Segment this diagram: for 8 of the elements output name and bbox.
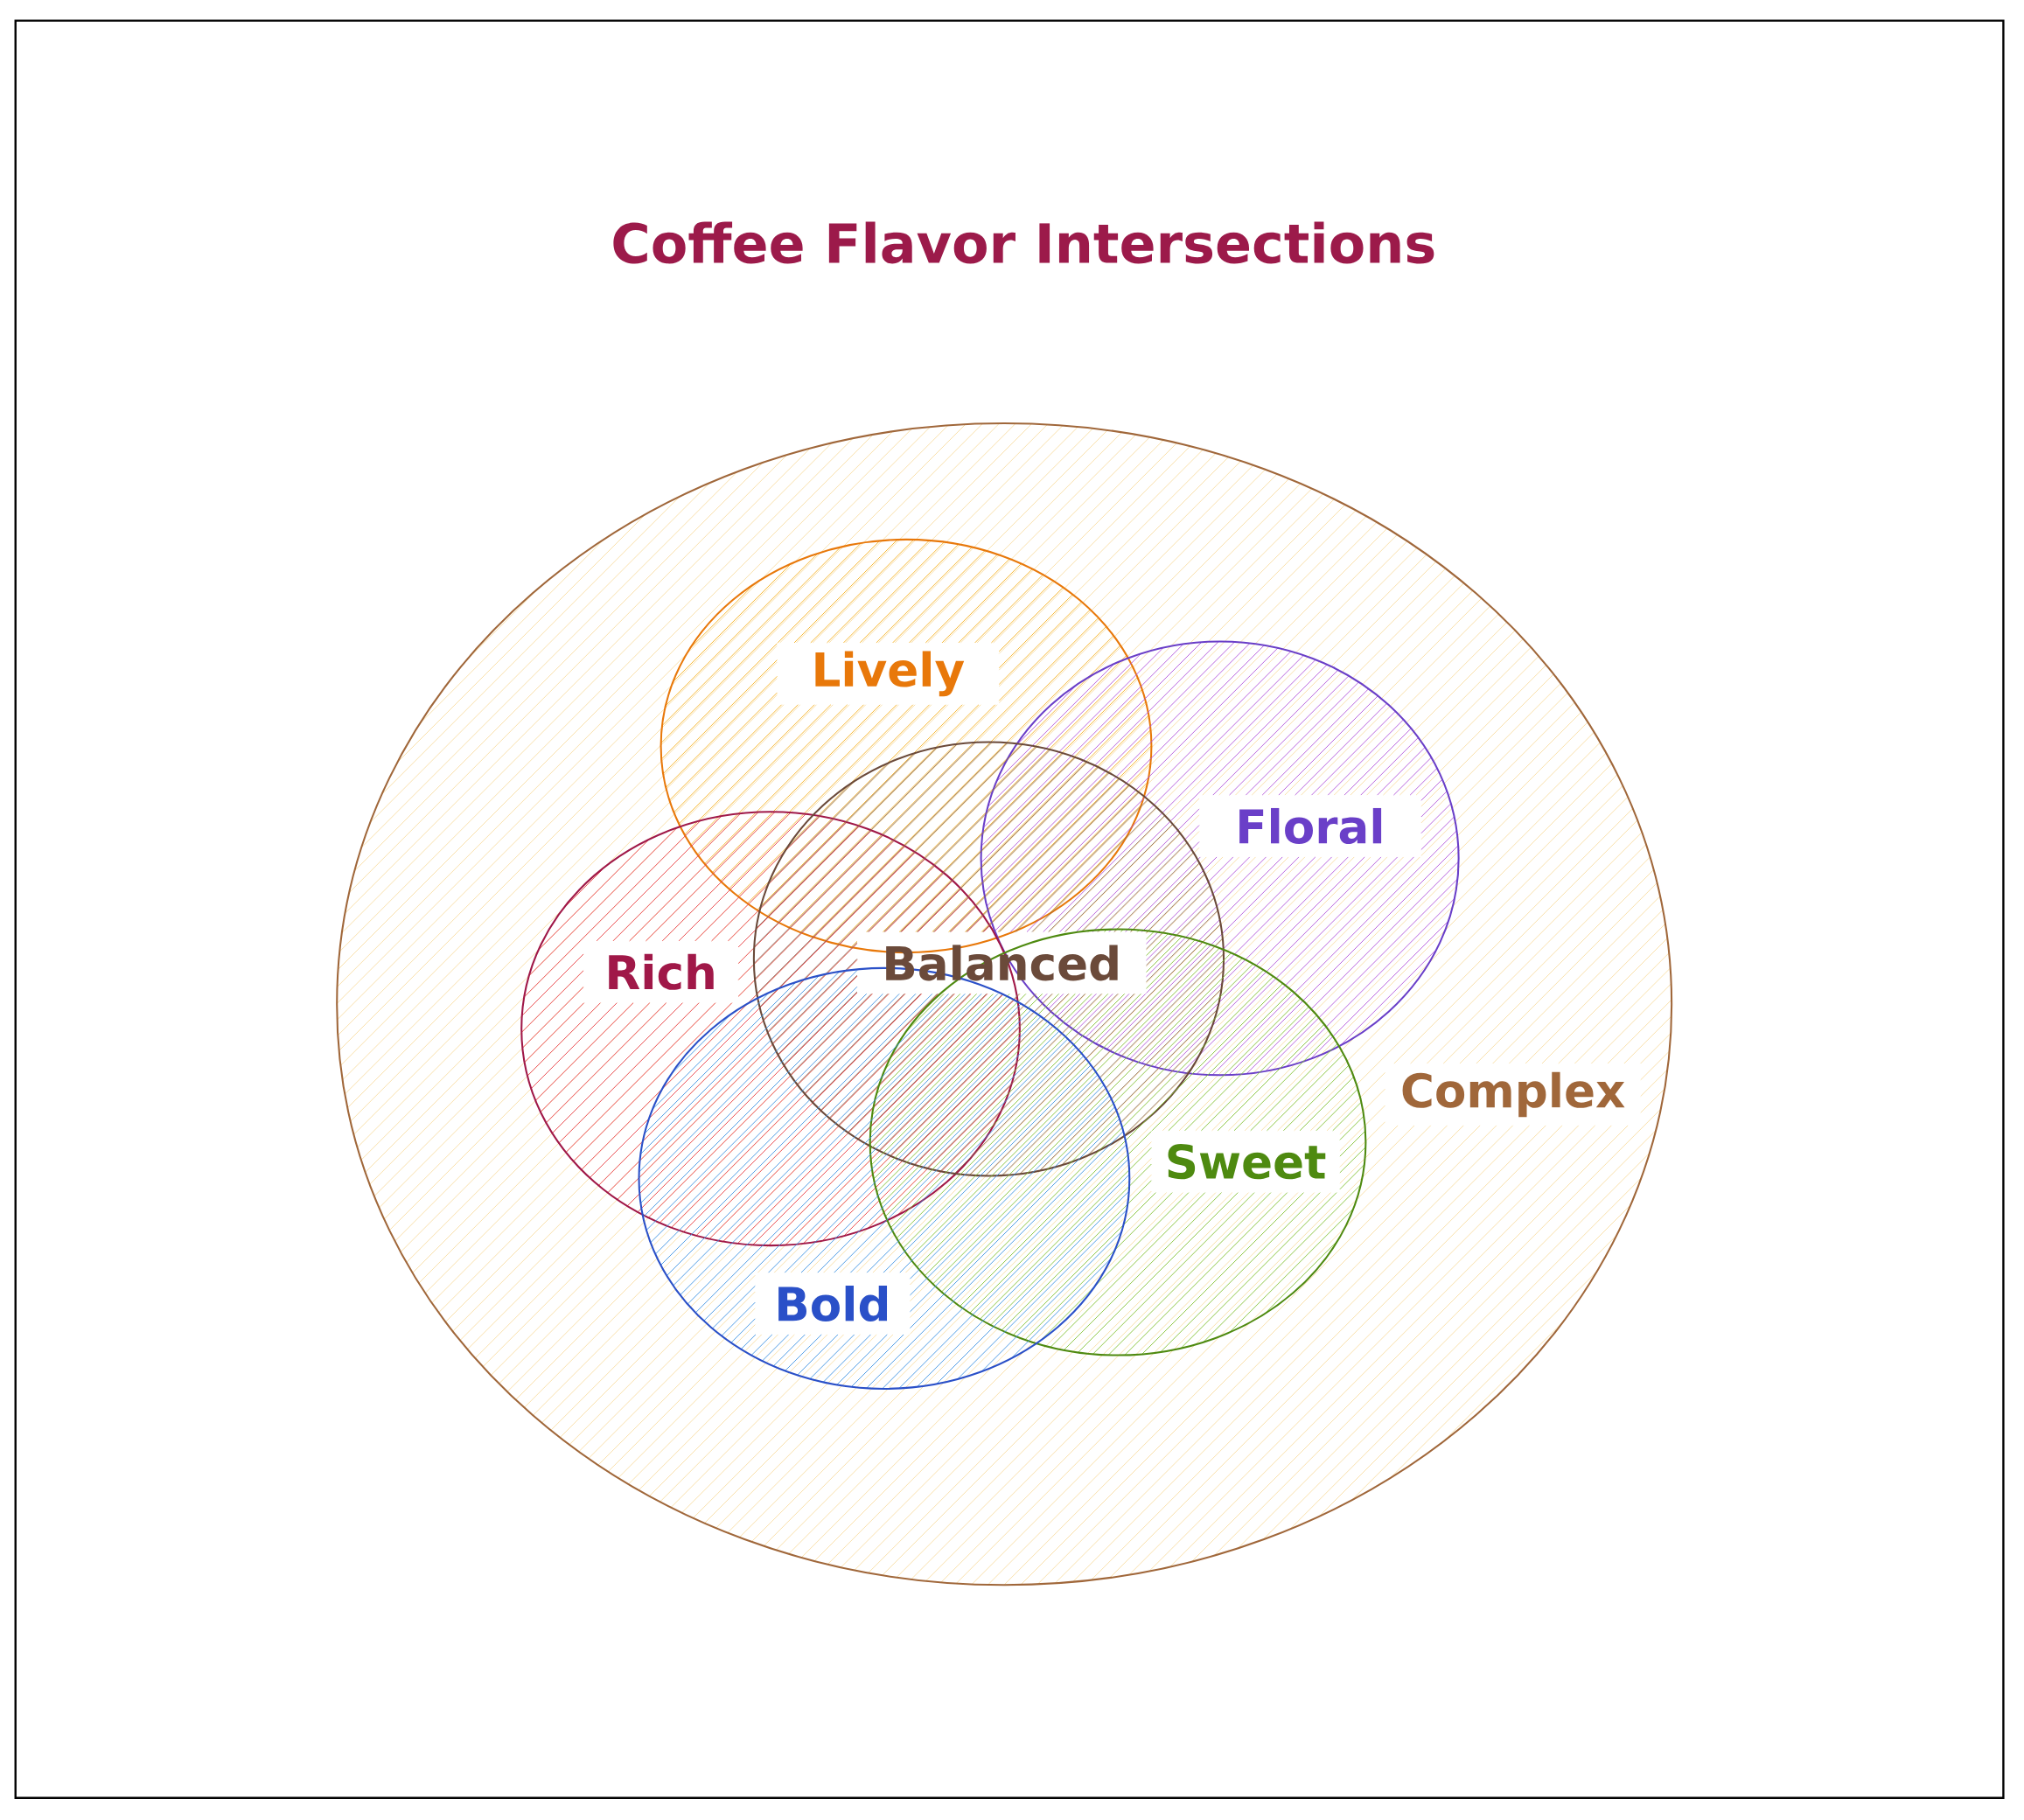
circle-label: Lively [815, 651, 965, 697]
circle-label: Sweet [1168, 1144, 1326, 1180]
title: Coffee Flavor Intersections [613, 221, 1434, 264]
circle-label: Rich [609, 953, 714, 990]
circle-label: Bold [778, 1286, 888, 1322]
venn-circle [336, 422, 1673, 1586]
circle-label: Floral [1239, 808, 1382, 845]
circle-label: Complex [1402, 1071, 1625, 1118]
